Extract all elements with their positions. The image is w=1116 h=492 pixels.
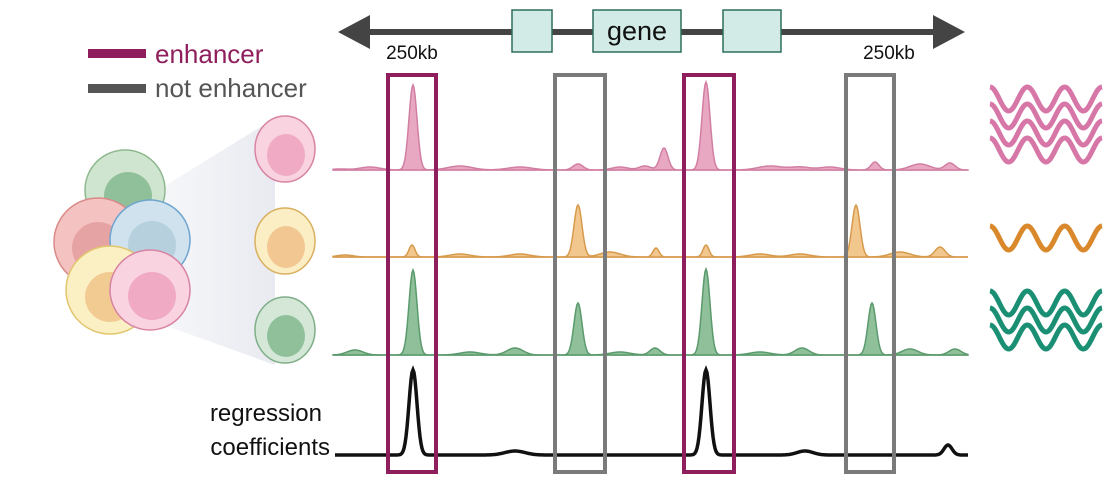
- expression-wave-green: [989, 305, 1103, 335]
- genomic-locus: gene 250kb 250kb: [338, 9, 965, 64]
- not-enhancer-box-2: [844, 73, 896, 474]
- regression-label-line1: regression: [210, 400, 322, 427]
- exon-1: [511, 9, 553, 53]
- cell-type-orange: [254, 207, 316, 275]
- right-arrowhead: [933, 15, 965, 49]
- enhancer-box-1: [386, 73, 438, 474]
- regression-label-line2: coefficients: [210, 434, 330, 461]
- expression-waves: [989, 84, 1103, 352]
- legend-not-enhancer-swatch: [88, 84, 146, 93]
- expression-wave-green: [989, 322, 1103, 352]
- expression-wave-green: [989, 288, 1103, 318]
- cell-type-green: [254, 296, 316, 364]
- gene-exon: [592, 9, 682, 53]
- gene-label: gene: [607, 16, 667, 46]
- expression-wave-pink: [989, 135, 1103, 165]
- expression-wave-orange: [989, 223, 1103, 253]
- exon-3: [722, 9, 782, 53]
- signal-track-orange: [332, 203, 968, 258]
- cluster-pink-cell: [109, 249, 191, 331]
- signal-tracks: [332, 79, 969, 457]
- expression-wave-pink: [989, 101, 1103, 131]
- left-arrowhead: [338, 15, 370, 49]
- enhancer-box-2: [682, 73, 736, 474]
- legend: enhancer not enhancer: [88, 39, 307, 103]
- expression-wave-pink: [989, 84, 1103, 114]
- cell-type-pink: [254, 115, 316, 183]
- legend-enhancer-swatch: [88, 49, 146, 58]
- cell-population: [53, 118, 275, 365]
- signal-track-pink: [332, 79, 969, 171]
- not-enhancer-box-1: [553, 73, 607, 474]
- regression-coefficient-line: [335, 365, 968, 457]
- right-distance-label: 250kb: [863, 43, 915, 64]
- left-distance-label: 250kb: [386, 43, 438, 64]
- signal-track-green: [332, 266, 969, 356]
- expression-wave-pink: [989, 118, 1103, 148]
- legend-not-enhancer-label: not enhancer: [155, 73, 307, 103]
- legend-enhancer-label: enhancer: [155, 39, 264, 69]
